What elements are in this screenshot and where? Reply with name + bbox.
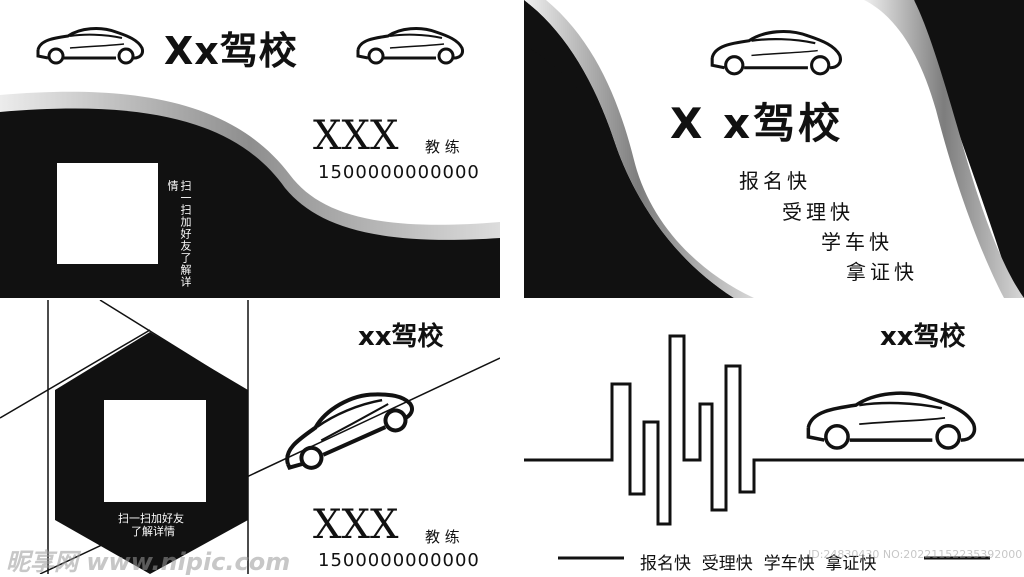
business-card-front-left: Xx驾校 扫一扫加好友了解详情 XXX 教 练 1500000000000 bbox=[0, 0, 500, 298]
qr-caption-line2: 了解详情 bbox=[131, 525, 175, 538]
phone-number: 1500000000000 bbox=[318, 550, 480, 571]
car-outline-icon bbox=[36, 27, 144, 65]
watermark-id: ID:24830430 NO:20221152235392000 bbox=[808, 548, 1023, 561]
qr-caption: 扫一扫加好友了解详情 bbox=[166, 180, 192, 298]
card4-background bbox=[524, 334, 1024, 560]
slogan-license: 拿证快 bbox=[846, 260, 918, 284]
slogan-signup: 报名快 bbox=[739, 169, 811, 193]
business-card-back-right-alt: xx驾校 报名快 受理快 学车快 拿证快 bbox=[524, 300, 1024, 574]
qr-caption-col2: 了解详情 bbox=[166, 180, 192, 288]
coach-name: XXX bbox=[313, 113, 399, 159]
coach-title: 教 练 bbox=[425, 138, 460, 156]
car-outline-icon bbox=[710, 30, 842, 76]
coach-name: XXX bbox=[313, 502, 399, 548]
phone-number: 1500000000000 bbox=[318, 162, 480, 183]
business-card-back-right: X x驾校 报名快 受理快 学车快 拿证快 bbox=[524, 0, 1024, 298]
watermark-logo: 昵享网 www.nipic.com bbox=[6, 548, 291, 576]
car-outline-icon bbox=[356, 27, 464, 65]
slogan-line: 报名快 受理快 学车快 拿证快 bbox=[640, 554, 877, 574]
slogan-processing: 受理快 bbox=[782, 200, 854, 224]
card2-background bbox=[524, 0, 1024, 298]
qr-code-placeholder bbox=[57, 163, 158, 264]
card4-school-name: xx驾校 bbox=[880, 322, 966, 352]
slogan-learning: 学车快 bbox=[821, 230, 893, 254]
car-outline-icon bbox=[806, 391, 977, 450]
card2-school-name: X x驾校 bbox=[670, 99, 844, 148]
qr-caption-line1: 扫一扫加好友 bbox=[118, 512, 184, 525]
qr-caption-col1: 扫一扫加好友 bbox=[179, 180, 192, 252]
coach-title: 教 练 bbox=[425, 528, 460, 546]
business-card-front-left-alt: 扫一扫加好友 了解详情 xx驾校 XXX 教 练 1500000000000 bbox=[0, 300, 500, 574]
car-outline-icon bbox=[285, 392, 414, 471]
card3-school-name: xx驾校 bbox=[358, 322, 444, 352]
card1-school-name: Xx驾校 bbox=[164, 29, 298, 73]
qr-code-placeholder bbox=[104, 400, 206, 502]
